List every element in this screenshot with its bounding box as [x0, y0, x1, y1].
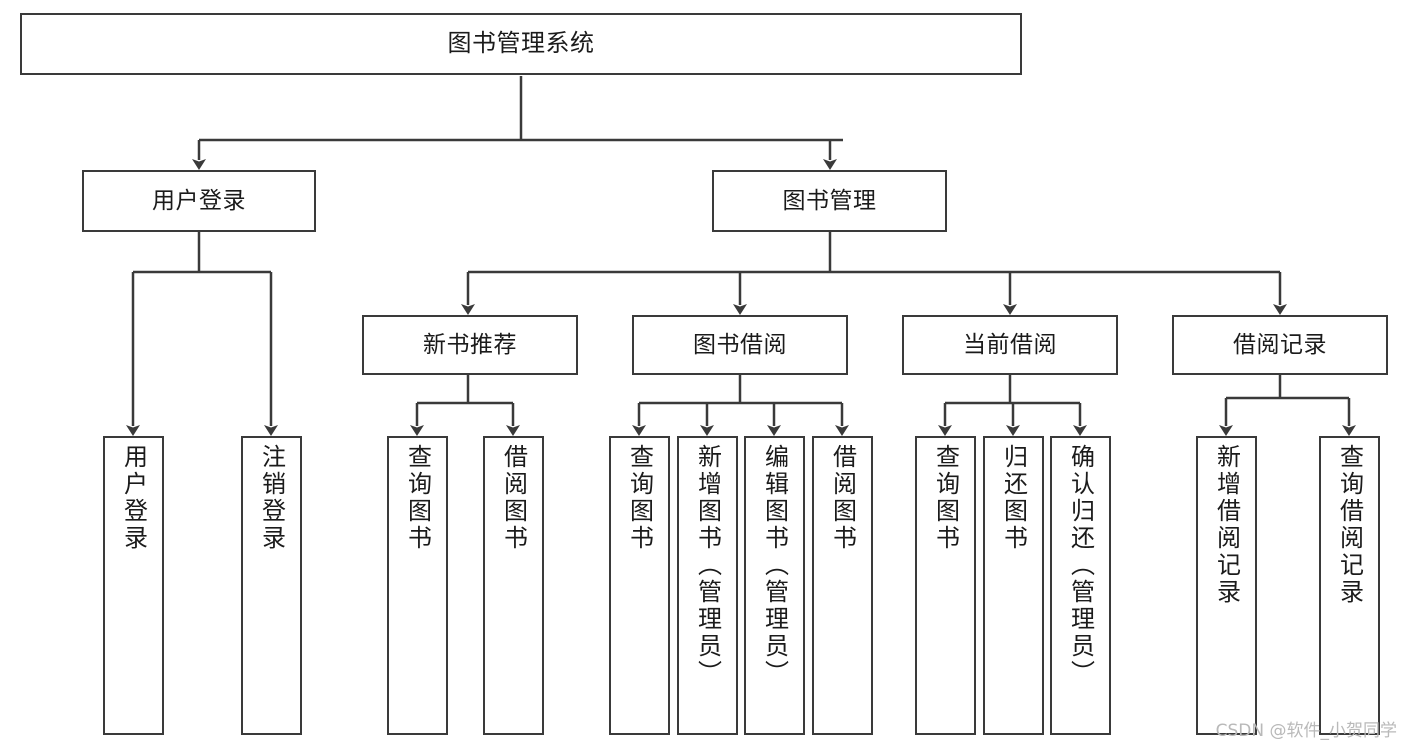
leaf-logout[interactable]: 注销登录 — [241, 436, 302, 735]
node-label: 注销登录 — [257, 444, 286, 552]
node-book-borrow[interactable]: 图书借阅 — [632, 315, 848, 375]
node-root-book-management-system[interactable]: 图书管理系统 — [20, 13, 1022, 75]
node-label: 图书借阅 — [693, 331, 787, 358]
leaf-borrow-book-recommend[interactable]: 借阅图书 — [483, 436, 544, 735]
node-label: 新增借阅记录 — [1212, 444, 1241, 606]
leaf-user-login[interactable]: 用户登录 — [103, 436, 164, 735]
node-label: 借阅记录 — [1233, 331, 1327, 358]
node-label: 归还图书 — [999, 444, 1028, 552]
leaf-query-book-borrow[interactable]: 查询图书 — [609, 436, 670, 735]
node-label: 用户登录 — [119, 444, 148, 552]
node-label: 查询图书 — [931, 444, 960, 552]
csdn-watermark: CSDN @软件_小贺同学 — [1215, 721, 1397, 741]
node-label: 借阅图书 — [828, 444, 857, 552]
node-label: 确认归还（管理员） — [1066, 444, 1095, 687]
node-label: 借阅图书 — [499, 444, 528, 552]
leaf-query-book-current[interactable]: 查询图书 — [915, 436, 976, 735]
node-label: 图书管理 — [782, 187, 877, 214]
node-label: 查询图书 — [625, 444, 654, 552]
node-label: 图书管理系统 — [447, 29, 595, 58]
leaf-add-book-admin[interactable]: 新增图书（管理员） — [677, 436, 738, 735]
node-label: 用户登录 — [152, 187, 246, 214]
node-book-management[interactable]: 图书管理 — [712, 170, 947, 232]
node-new-book-recommend[interactable]: 新书推荐 — [362, 315, 578, 375]
leaf-borrow-book[interactable]: 借阅图书 — [812, 436, 873, 735]
node-borrow-record[interactable]: 借阅记录 — [1172, 315, 1388, 375]
node-label: 当前借阅 — [963, 331, 1057, 358]
node-label: 查询图书 — [403, 444, 432, 552]
leaf-return-book[interactable]: 归还图书 — [983, 436, 1044, 735]
node-label: 查询借阅记录 — [1335, 444, 1364, 606]
node-label: 编辑图书（管理员） — [760, 444, 789, 687]
leaf-add-borrow-record[interactable]: 新增借阅记录 — [1196, 436, 1257, 735]
leaf-edit-book-admin[interactable]: 编辑图书（管理员） — [744, 436, 805, 735]
leaf-query-borrow-record[interactable]: 查询借阅记录 — [1319, 436, 1380, 735]
leaf-query-book-recommend[interactable]: 查询图书 — [387, 436, 448, 735]
leaf-confirm-return-admin[interactable]: 确认归还（管理员） — [1050, 436, 1111, 735]
node-label: 新书推荐 — [423, 331, 517, 358]
node-label: 新增图书（管理员） — [693, 444, 722, 687]
node-current-borrow[interactable]: 当前借阅 — [902, 315, 1118, 375]
node-user-login[interactable]: 用户登录 — [82, 170, 316, 232]
